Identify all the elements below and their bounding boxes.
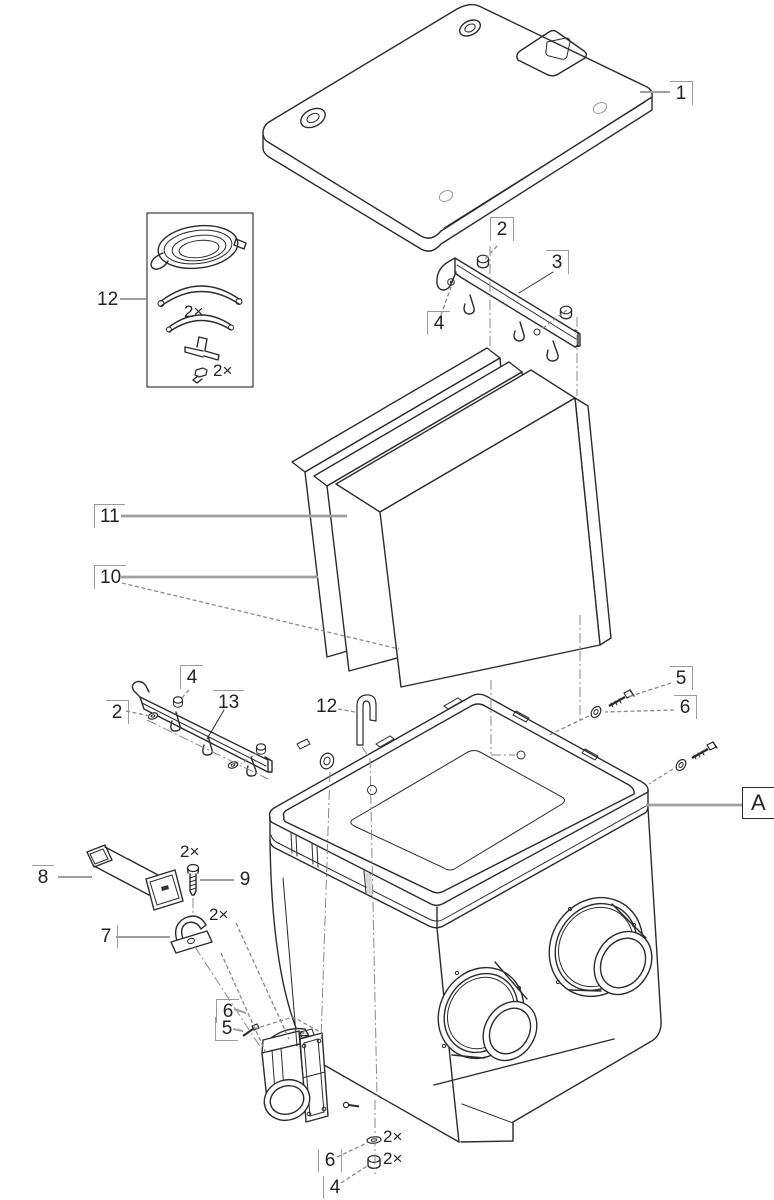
callout-bottom-washer: 6: [318, 1149, 342, 1172]
callout-valve-screw: 5: [215, 1017, 238, 1041]
qty-bottom-nuts: 2×: [383, 1149, 403, 1168]
callout-handle: 8: [32, 865, 54, 889]
outlet-socket-upper: [548, 896, 653, 998]
callout-screw-right: 5: [670, 666, 693, 690]
transport-handle: [86, 844, 184, 911]
callout-rail: 13: [213, 690, 245, 714]
hose-kit-box: [146, 212, 254, 388]
bottom-washer-part: [366, 1136, 382, 1144]
foam-blocks: [291, 347, 612, 688]
rail-nut: [172, 696, 184, 708]
coiled-hose: [150, 224, 247, 270]
rim-screw-upper: [608, 689, 635, 708]
callout-valve-washer: 6: [216, 999, 239, 1023]
plug-fitting: [192, 367, 208, 384]
callout-top-nut: 2: [490, 217, 514, 241]
grommet: [319, 752, 335, 770]
rail-washer: [147, 712, 159, 720]
callout-bottom-nut: 4: [323, 1176, 346, 1199]
rail-nut-right: [255, 743, 267, 755]
callout-top-pin: 4: [427, 311, 450, 335]
bottom-screw-small: [342, 1101, 360, 1109]
bottom-nut-part: [367, 1154, 381, 1170]
leader-lines: [58, 91, 742, 1184]
callout-washer-right: 6: [674, 695, 697, 719]
callout-hanger-bar: 3: [546, 250, 569, 274]
drain-valve: [261, 1027, 329, 1123]
outlet-socket-lower: [437, 961, 538, 1062]
arc-seals: [157, 285, 243, 333]
lid-part: [262, 3, 653, 252]
tee-connector: [184, 336, 220, 361]
callout-rail-pin: 4: [180, 665, 203, 689]
callout-container: A: [742, 787, 774, 819]
handle-screw: [186, 863, 200, 896]
qty-plugs: 2×: [213, 361, 233, 380]
callout-lid: 1: [670, 81, 693, 105]
callout-rail-washer: 2: [106, 700, 129, 724]
callout-handle-screw: 9: [239, 869, 251, 890]
callout-hose-kit: 12: [97, 289, 119, 310]
rim-washer-upper: [590, 705, 602, 719]
rim-washer-lower: [675, 758, 687, 772]
rim-screw-lower: [691, 741, 718, 760]
bar-nut: [476, 254, 490, 269]
construction-lines: [146, 246, 581, 1174]
lid-handle-recess: [516, 29, 587, 77]
valve-screw: [242, 1023, 260, 1037]
qty-clamps: 2×: [209, 905, 229, 924]
mount-rail: [131, 680, 273, 777]
qty-handle-screws: 2×: [180, 842, 200, 861]
hanger-bar-part: [436, 254, 581, 362]
clamp-part: [170, 915, 213, 954]
qty-arc-seals: 2×: [184, 302, 204, 321]
callout-hook: 12: [316, 696, 338, 717]
callout-foam-front: 11: [94, 504, 125, 528]
callout-clamp: 7: [95, 925, 118, 948]
callout-foam-back: 10: [94, 565, 127, 589]
qty-bottom-washers: 2×: [383, 1127, 403, 1146]
container-body: [268, 693, 662, 1143]
hook-part: [319, 694, 377, 770]
bar-nut-right: [559, 305, 573, 320]
